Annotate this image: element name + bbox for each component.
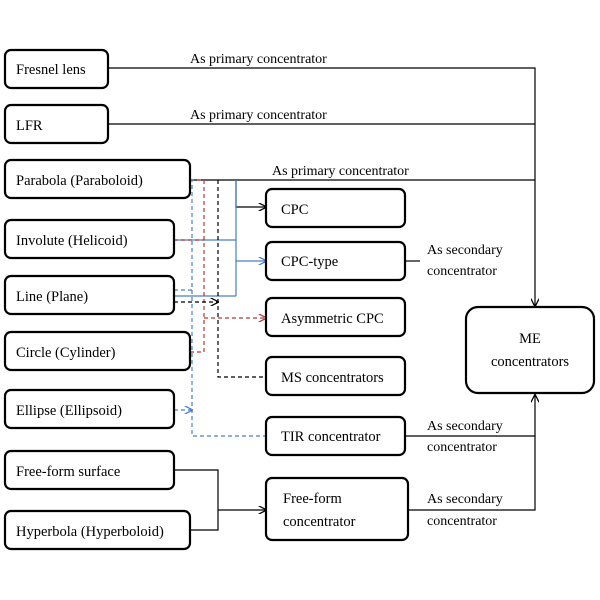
source-label-ellipse: Ellipse (Ellipsoid) xyxy=(16,403,122,419)
concentrator-label-asymmetric-cpc: Asymmetric CPC xyxy=(281,311,384,327)
source-label-lfr: LFR xyxy=(16,118,43,134)
edge-label-secondary-cpc-type-1: As secondary xyxy=(427,243,503,258)
source-label-hyperbola: Hyperbola (Hyperboloid) xyxy=(16,524,164,540)
source-node-lfr: LFR xyxy=(3,103,110,145)
edge-freeform-to-me xyxy=(408,436,536,511)
edge-fresnel-to-me xyxy=(108,67,535,306)
target-node-me-concentrators: ME concentrators xyxy=(464,305,596,395)
source-node-ellipse: Ellipse (Ellipsoid) xyxy=(3,388,176,430)
edge-parabola-to-cpc xyxy=(235,180,266,207)
concentrator-label-freeform-line2: concentrator xyxy=(283,514,356,530)
source-label-circle: Circle (Cylinder) xyxy=(16,345,116,361)
source-node-hyperbola: Hyperbola (Hyperboloid) xyxy=(3,509,192,551)
connectors xyxy=(108,67,536,531)
source-label-freeform-surface: Free-form surface xyxy=(16,464,120,480)
concentrator-node-cpc: CPC xyxy=(264,187,407,229)
source-label-parabola: Parabola (Paraboloid) xyxy=(16,173,143,189)
edge-to-cpc-type xyxy=(174,180,266,297)
concentrator-node-cpc-type: CPC-type xyxy=(264,240,407,282)
target-label-line1: ME xyxy=(519,331,541,347)
edge-label-secondary-cpc-type-2: concentrator xyxy=(427,264,497,279)
edge-to-asymmetric-cpc xyxy=(174,179,266,353)
edge-to-tir-concentrator xyxy=(174,179,266,437)
concentrator-label-ms: MS concentrators xyxy=(281,370,384,386)
edge-labels: As primary concentrator As primary conce… xyxy=(190,52,503,529)
edge-label-secondary-freeform-2: concentrator xyxy=(427,514,497,529)
edge-sources-to-freeform xyxy=(174,469,266,531)
target-label-line2: concentrators xyxy=(491,354,569,370)
concentrator-label-freeform-line1: Free-form xyxy=(283,491,343,507)
edge-to-ms-concentrators xyxy=(174,180,266,378)
source-node-fresnel-lens: Fresnel lens xyxy=(3,48,110,90)
edge-label-primary-lfr: As primary concentrator xyxy=(190,108,327,123)
concentrator-label-cpc: CPC xyxy=(281,202,308,218)
concentrator-node-asymmetric-cpc: Asymmetric CPC xyxy=(264,296,407,338)
concentrator-node-tir: TIR concentrator xyxy=(264,415,407,457)
edge-label-secondary-tir-2: concentrator xyxy=(427,440,497,455)
source-node-freeform-surface: Free-form surface xyxy=(3,449,176,491)
source-node-parabola: Parabola (Paraboloid) xyxy=(3,158,192,200)
concentrator-node-freeform: Free-form concentrator xyxy=(264,476,410,542)
source-label-line: Line (Plane) xyxy=(16,289,88,305)
source-node-line: Line (Plane) xyxy=(3,274,176,316)
source-node-involute: Involute (Helicoid) xyxy=(3,218,176,260)
source-label-involute: Involute (Helicoid) xyxy=(16,233,128,249)
concentrator-label-cpc-type: CPC-type xyxy=(281,254,338,270)
edge-label-secondary-tir-1: As secondary xyxy=(427,419,503,434)
edge-label-primary-fresnel: As primary concentrator xyxy=(190,52,327,67)
edge-label-secondary-freeform-1: As secondary xyxy=(427,492,503,507)
edge-label-primary-parabola: As primary concentrator xyxy=(272,164,409,179)
concentrator-node-ms: MS concentrators xyxy=(264,355,407,397)
source-node-circle: Circle (Cylinder) xyxy=(3,330,192,372)
concentrator-label-tir: TIR concentrator xyxy=(281,429,381,445)
source-label-fresnel-lens: Fresnel lens xyxy=(16,62,86,78)
